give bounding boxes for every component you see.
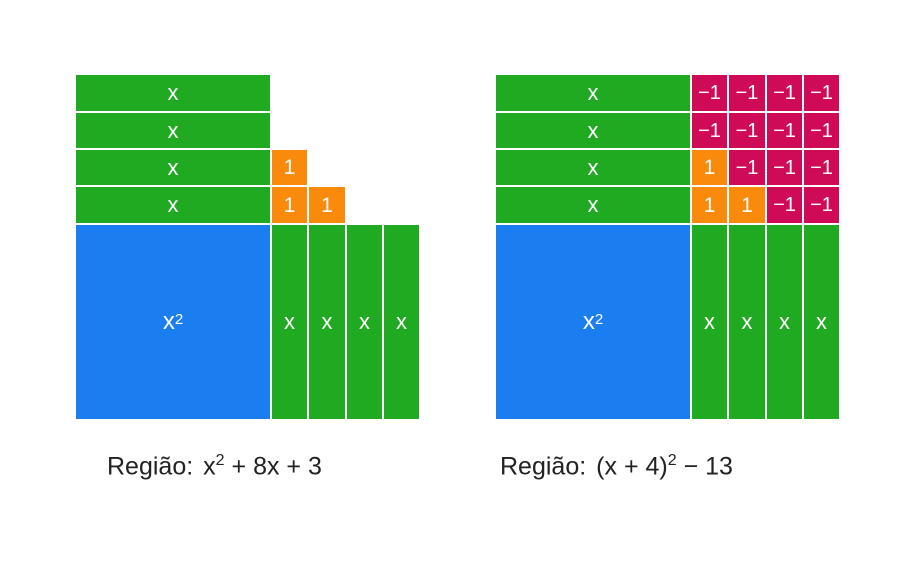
unit-tile: 1 bbox=[308, 186, 346, 224]
x-tile-column-1: x bbox=[691, 224, 728, 420]
x-tile-column-3: x bbox=[346, 224, 383, 420]
neg-unit-tile: −1 bbox=[691, 74, 728, 112]
x-tile-row-4: x bbox=[75, 186, 271, 224]
neg-unit-tile: −1 bbox=[766, 112, 803, 149]
neg-unit-tile: −1 bbox=[691, 112, 728, 149]
x-tile-row-2: x bbox=[75, 112, 271, 149]
right-region-caption: Região:(x + 4)2 − 13 bbox=[500, 452, 733, 481]
neg-unit-tile: −1 bbox=[803, 186, 840, 224]
x-tile-row-4: x bbox=[495, 186, 691, 224]
unit-tile: 1 bbox=[691, 149, 728, 186]
neg-unit-tile: −1 bbox=[728, 149, 766, 186]
x-tile-row-2: x bbox=[495, 112, 691, 149]
neg-unit-tile: −1 bbox=[766, 74, 803, 112]
neg-unit-tile: −1 bbox=[803, 112, 840, 149]
x-tile-column-4: x bbox=[383, 224, 420, 420]
left-region-caption: Região:x2 + 8x + 3 bbox=[107, 452, 322, 481]
unit-tile: 1 bbox=[691, 186, 728, 224]
x-tile-column-2: x bbox=[728, 224, 766, 420]
x-tile-column-2: x bbox=[308, 224, 346, 420]
neg-unit-tile: −1 bbox=[803, 74, 840, 112]
x-tile-column-4: x bbox=[803, 224, 840, 420]
x-tile-row-1: x bbox=[75, 74, 271, 112]
x-tile-row-1: x bbox=[495, 74, 691, 112]
neg-unit-tile: −1 bbox=[728, 74, 766, 112]
x-tile-column-3: x bbox=[766, 224, 803, 420]
x-tile-row-3: x bbox=[75, 149, 271, 186]
unit-tile: 1 bbox=[271, 149, 308, 186]
neg-unit-tile: −1 bbox=[728, 112, 766, 149]
x-tile-column-1: x bbox=[271, 224, 308, 420]
neg-unit-tile: −1 bbox=[766, 149, 803, 186]
unit-tile: 1 bbox=[728, 186, 766, 224]
unit-tile: 1 bbox=[271, 186, 308, 224]
neg-unit-tile: −1 bbox=[803, 149, 840, 186]
x-tile-row-3: x bbox=[495, 149, 691, 186]
neg-unit-tile: −1 bbox=[766, 186, 803, 224]
